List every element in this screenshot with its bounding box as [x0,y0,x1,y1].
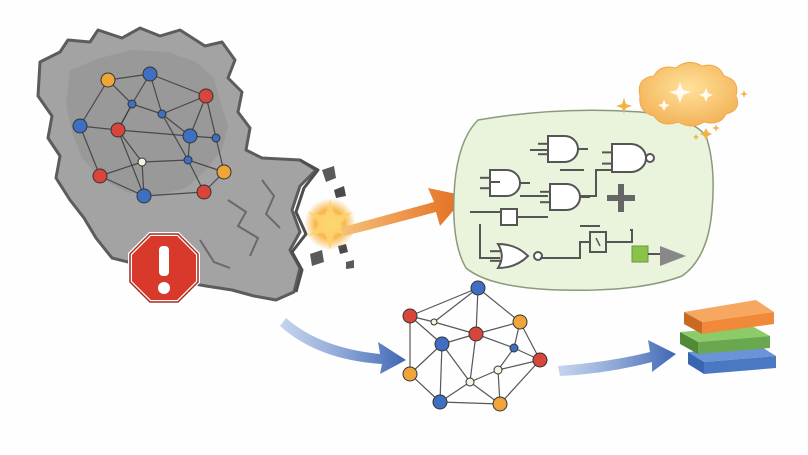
network-node [211,133,221,143]
network-edge [497,347,515,371]
circuit-panel [453,109,714,291]
network-node [137,157,147,167]
network-edge [433,287,479,323]
network-node [127,99,137,109]
network-node [432,394,448,410]
network-node [492,396,508,412]
network-node [430,318,438,326]
network-edge [131,103,163,115]
stone-network [72,66,232,204]
exclamation-bar [159,246,169,276]
stone-broken-edge [290,158,320,293]
network-node [402,366,418,382]
network-node [196,184,212,200]
spark-burst-icon [304,198,356,250]
network-node [182,128,198,144]
exclamation-dot [158,282,170,294]
stone-fragment [346,260,354,269]
blue-arrow-down [280,318,406,374]
gate-bubble [645,153,655,163]
network-node [468,326,484,342]
layer-orange [684,300,774,334]
stone-crack-1 [227,199,260,257]
network-node [434,336,450,352]
network-edge [149,73,207,97]
network-node [142,66,158,82]
network-node [136,188,152,204]
network-node [470,280,486,296]
output-triangle-icon [660,246,686,266]
network-edge [161,95,207,115]
clean-network [402,280,548,412]
stone-fragment [322,166,336,182]
layer-stack-icon [680,300,776,374]
circuit-panel-body [453,109,714,291]
gate-body [549,183,581,211]
network-edge [99,175,145,197]
network-edge [475,321,521,335]
blue-arrow-right [558,340,676,376]
network-node [493,365,503,375]
network-edge [499,359,541,405]
network-edge [117,129,145,197]
network-node [532,352,548,368]
stone-crack-2 [261,179,281,229]
network-node [509,343,519,353]
logic-gate-icon [602,143,655,173]
layer-blue [688,346,776,374]
sparkle-cloud-icon [616,62,748,140]
plus-icon [607,184,635,212]
network-edge [439,343,443,403]
network-node [92,168,108,184]
network-node [216,164,232,180]
stone-fragment [334,186,346,198]
network-edge [161,113,189,161]
network-edge [79,79,109,127]
network-node [465,377,475,387]
network-edge [469,333,477,383]
logic-gate-icon [480,169,530,197]
network-node [157,109,167,119]
gate-body [547,135,579,163]
network-edge [409,287,479,317]
buffer-box-icon [500,208,518,226]
stone-crack-3 [199,239,231,269]
gate-body [611,143,647,173]
network-edge [469,369,499,383]
stone-fragment [310,250,324,266]
logic-gate-group [480,135,655,270]
network-edge [439,401,501,405]
layer-green [680,326,770,354]
gate-body [489,169,521,197]
network-node [72,118,88,134]
network-edge [143,191,205,197]
gate-body [496,242,530,270]
network-edge [477,287,521,323]
network-edge [441,343,471,383]
exclamation-octagon-icon [128,232,200,304]
network-node [100,72,116,88]
network-node [402,308,418,324]
network-edge [117,129,191,137]
network-edge [141,159,189,163]
circuit-wires [470,149,660,259]
network-node [110,122,126,138]
green-block-icon [631,245,649,263]
network-edge [79,125,101,177]
network-node [198,88,214,104]
network-node [183,155,193,165]
network-edge [475,287,479,335]
logic-gate-icon [538,135,588,163]
logic-gate-icon [490,242,530,270]
orange-arrow [340,188,466,236]
logic-gate-icon [540,183,590,211]
network-node [512,314,528,330]
